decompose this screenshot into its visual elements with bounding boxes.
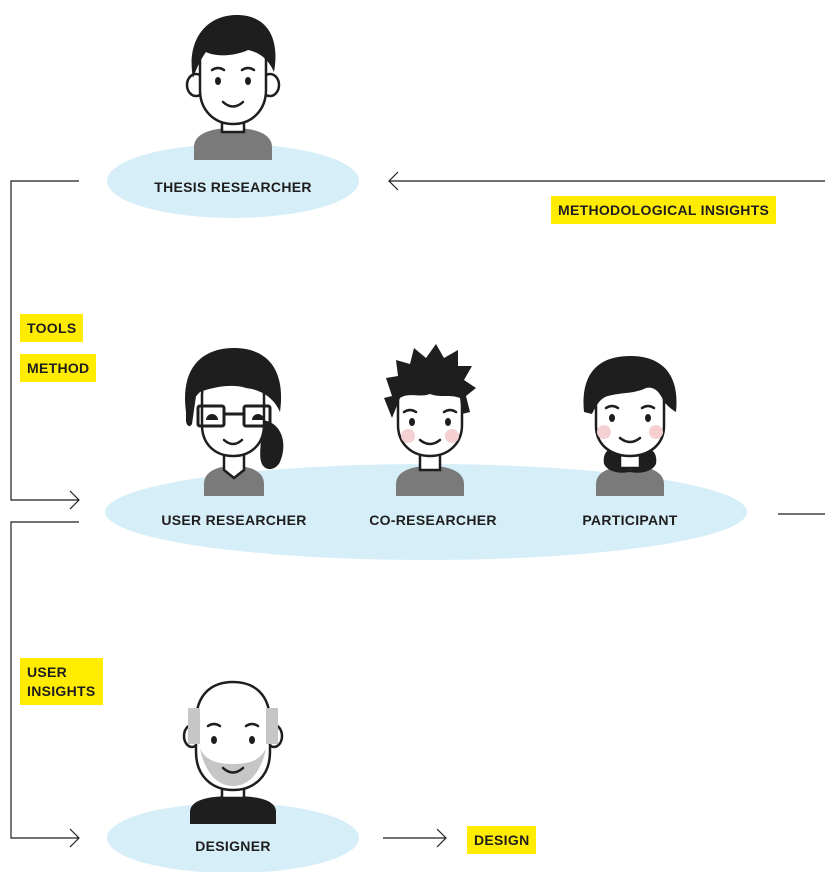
designer-node <box>107 680 359 872</box>
woman-glasses-ponytail-icon <box>185 348 284 496</box>
methodological-insights-tag: METHODOLOGICAL INSIGHTS <box>551 196 777 224</box>
tools-tag: TOOLS <box>20 314 84 342</box>
bald-bearded-man-icon <box>182 680 284 824</box>
design-arrowhead <box>436 828 447 848</box>
user-insights-tag: USER INSIGHTS <box>20 658 103 705</box>
methodological-insights-arrowhead <box>388 171 399 191</box>
research-group-ellipse <box>105 464 747 560</box>
method-tag: METHOD <box>20 354 97 382</box>
thesis-researcher-node <box>107 14 359 218</box>
girl-bob-hair-icon <box>583 356 677 496</box>
man-short-hair-icon <box>185 14 281 160</box>
boy-spiky-hair-icon <box>384 344 476 496</box>
co-researcher-label: CO-RESEARCHER <box>369 512 497 528</box>
flow-connectors <box>10 171 825 848</box>
tools-method-connector <box>10 180 79 501</box>
user-insights-connector <box>10 521 79 839</box>
designer-ellipse <box>107 803 359 872</box>
user-insights-arrowhead <box>69 828 80 848</box>
user-insights-line2: INSIGHTS <box>27 683 96 699</box>
thesis-researcher-ellipse <box>107 144 359 218</box>
thesis-researcher-label: THESIS RESEARCHER <box>154 179 312 195</box>
designer-label: DESIGNER <box>195 838 271 854</box>
design-tag: DESIGN <box>467 826 537 854</box>
user-researcher-label: USER RESEARCHER <box>161 512 307 528</box>
participant-label: PARTICIPANT <box>582 512 678 528</box>
user-insights-line1: USER <box>27 664 68 680</box>
tools-method-arrowhead <box>69 490 80 510</box>
